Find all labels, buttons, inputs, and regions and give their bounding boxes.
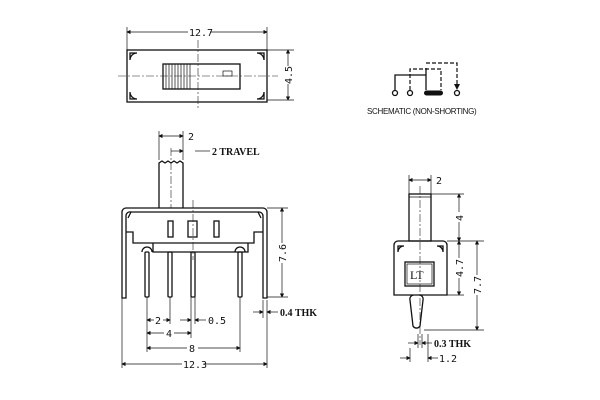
side-body-height-dim: 4.7 [455, 259, 466, 277]
top-height-dim: 4.5 [284, 66, 295, 84]
top-body-outline [126, 49, 268, 103]
pin-width-dim: 0.5 [208, 316, 226, 327]
front-thickness-label: 0.4 THK [280, 308, 317, 319]
side-pin-width-dim: 1.2 [439, 354, 457, 365]
front-actuator-width-dim: 2 [188, 132, 194, 143]
schematic-label: SCHEMATIC (NON-SHORTING) [367, 107, 477, 116]
schematic: SCHEMATIC (NON-SHORTING) [367, 62, 477, 116]
front-body [121, 207, 268, 299]
side-actuator-width-dim: 2 [436, 176, 442, 187]
terminal-2 [406, 89, 414, 97]
side-actuator-height-dim: 4 [455, 215, 466, 221]
travel-label: 2 TRAVEL [212, 147, 260, 158]
side-body [393, 240, 448, 329]
contact-bar [424, 90, 443, 96]
lt-logo: LT [410, 268, 424, 282]
front-view: 2 2 TRAVEL 7.6 0.4 THK 2 0.5 4 8 [121, 131, 317, 371]
lt-logo-box [404, 261, 435, 287]
front-height-dim: 7.6 [278, 244, 289, 262]
overall-width-dim: 12.3 [183, 360, 207, 371]
front-pins [141, 246, 246, 298]
side-overall-height-dim: 7.7 [473, 276, 484, 294]
terminal-1 [391, 89, 399, 97]
top-actuator [162, 63, 241, 90]
side-view: LT 2 4 4.7 7.7 0.3 THK 1.2 [393, 175, 484, 365]
top-width-dim: 12.7 [189, 28, 213, 39]
pin-span-8-dim: 8 [189, 344, 195, 355]
pin-span-4-dim: 4 [166, 329, 172, 340]
side-thickness-label: 0.3 THK [434, 339, 471, 350]
top-view: 12.7 4.5 [118, 27, 295, 110]
terminal-3 [453, 89, 461, 97]
pin-pitch-dim: 2 [155, 316, 161, 327]
